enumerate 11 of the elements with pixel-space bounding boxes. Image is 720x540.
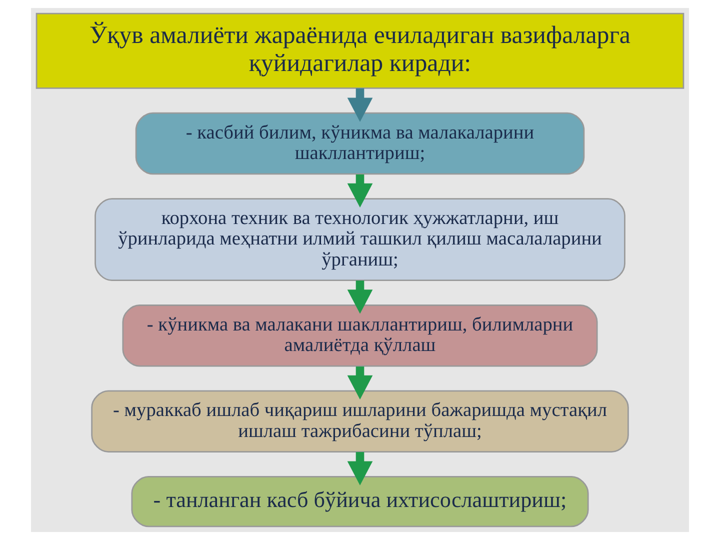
node-box: - касбий билим, кўникма ва малакаларини шакллантириш; xyxy=(135,112,585,175)
arrow xyxy=(347,88,373,122)
arrow xyxy=(347,366,373,400)
node-box: корхона техник ва технологик ҳужжатларни, иш ўринларида меҳнатни илмий ташкил қилиш масалаларини ўрганиш; xyxy=(94,198,626,282)
arrow xyxy=(347,452,373,486)
node-box: - кўникма ва малакани шакллантириш, билимларни амалиётда қўллаш xyxy=(122,304,598,367)
node-box: - танланган касб бўйича ихтисослаштириш; xyxy=(131,476,589,528)
node-box: Ўқув амалиёти жараёнида ечиладиган вазифаларга қуйидагилар киради: xyxy=(36,12,684,89)
arrow xyxy=(347,174,373,208)
arrow xyxy=(347,280,373,314)
node-box: - мураккаб ишлаб чиқариш ишларини бажаришда мустақил ишлаш тажрибасини тўплаш; xyxy=(91,390,629,452)
